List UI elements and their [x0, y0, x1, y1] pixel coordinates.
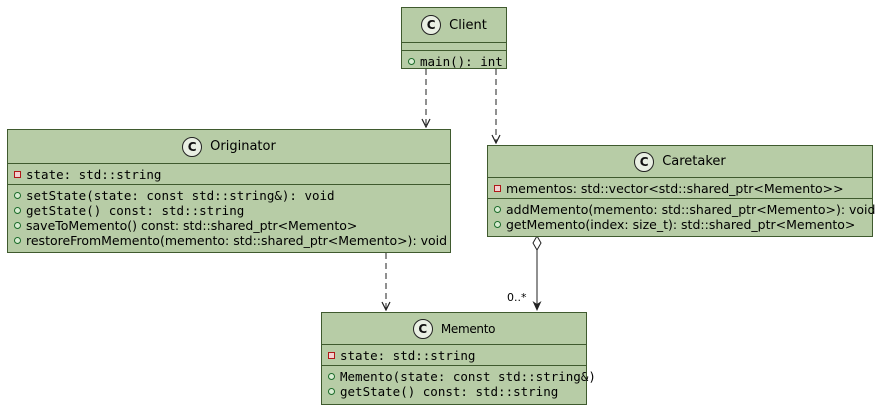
aggregation-multiplicity: 0..*: [507, 291, 527, 304]
public-visibility-icon: [494, 206, 501, 213]
class-name: Memento: [440, 321, 496, 336]
methods-section: Memento(state: const std::string&) getSt…: [322, 365, 596, 401]
class-icon: C: [182, 136, 203, 157]
class-name: Caretaker: [662, 154, 726, 169]
private-visibility-icon: [494, 185, 501, 192]
method-row: main(): int: [408, 54, 503, 69]
method-row: addMemento(memento: std::shared_ptr<Meme…: [494, 202, 875, 217]
private-visibility-icon: [14, 171, 21, 178]
method-row: getMemento(index: size_t): std::shared_p…: [494, 217, 866, 232]
method-row: saveToMemento() const: std::shared_ptr<M…: [14, 218, 444, 233]
class-client[interactable]: C Client main(): int: [401, 7, 507, 69]
class-memento[interactable]: C Memento state: std::string Memento(sta…: [321, 312, 596, 405]
public-visibility-icon: [328, 388, 335, 395]
class-name: Originator: [210, 139, 276, 154]
public-visibility-icon: [328, 373, 335, 380]
class-caretaker[interactable]: C Caretaker mementos: std::vector<std::s…: [487, 145, 875, 237]
attributes-section: [402, 42, 506, 50]
attribute-row: mementos: std::vector<std::shared_ptr<Me…: [494, 181, 866, 196]
public-visibility-icon: [14, 192, 21, 199]
methods-section: main(): int: [402, 50, 506, 71]
methods-section: setState(state: const std::string&): voi…: [8, 184, 450, 250]
aggregation-diamond: [532, 234, 542, 252]
class-icon: C: [421, 15, 442, 35]
method-row: Memento(state: const std::string&): [328, 369, 596, 384]
attributes-section: mementos: std::vector<std::shared_ptr<Me…: [488, 177, 872, 198]
private-visibility-icon: [328, 352, 335, 359]
class-header: C Originator: [8, 130, 450, 163]
method-row: getState() const: std::string: [14, 203, 444, 218]
methods-section: addMemento(memento: std::shared_ptr<Meme…: [488, 198, 875, 234]
attributes-section: state: std::string: [8, 163, 450, 184]
public-visibility-icon: [494, 221, 501, 228]
attribute-row: state: std::string: [14, 167, 444, 182]
public-visibility-icon: [14, 207, 21, 214]
class-icon: C: [634, 151, 655, 172]
class-originator[interactable]: C Originator state: std::string setState…: [7, 129, 451, 253]
method-row: getState() const: std::string: [328, 384, 580, 399]
method-row: setState(state: const std::string&): voi…: [14, 188, 444, 203]
method-row: restoreFromMemento(memento: std::shared_…: [14, 233, 447, 248]
public-visibility-icon: [14, 222, 21, 229]
class-name: Client: [449, 17, 487, 33]
public-visibility-icon: [14, 237, 21, 244]
attributes-section: state: std::string: [322, 344, 586, 365]
class-header: C Memento: [322, 313, 586, 344]
class-header: C Client: [402, 8, 506, 42]
class-icon: C: [412, 318, 433, 339]
public-visibility-icon: [408, 58, 415, 65]
class-header: C Caretaker: [488, 146, 872, 177]
attribute-row: state: std::string: [328, 348, 580, 363]
